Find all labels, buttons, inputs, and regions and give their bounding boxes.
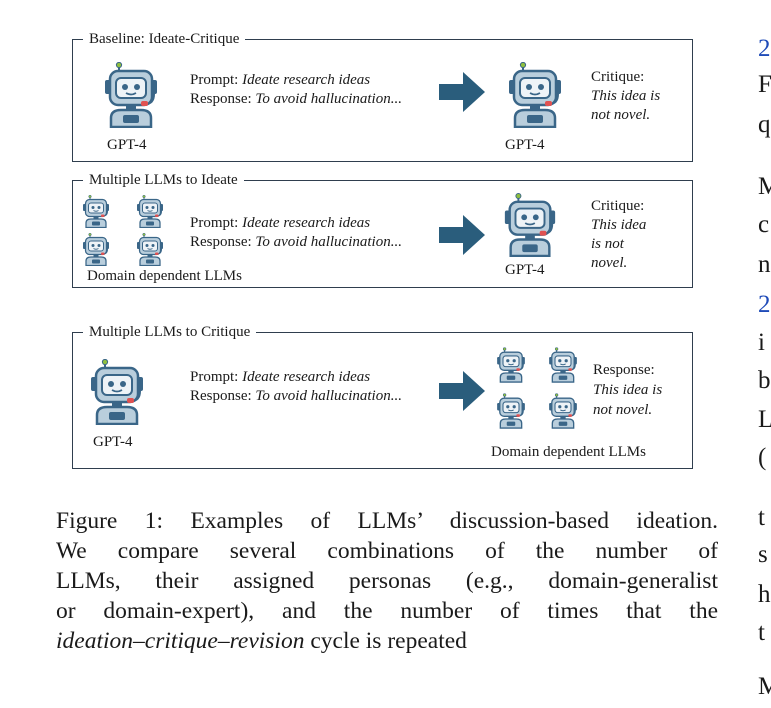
robot-icon	[547, 393, 579, 429]
right-caption: Domain dependent LLMs	[491, 444, 646, 460]
critique-line: This idea is	[591, 88, 661, 104]
caption-line: ideation–critique–revision cycle is repe…	[56, 628, 467, 654]
left-caption: Domain dependent LLMs	[87, 268, 242, 284]
prompt-line: Prompt: Ideate research ideas	[190, 72, 371, 88]
right-column-fragment: M	[758, 173, 771, 200]
robot-icon	[135, 195, 165, 228]
right-caption: GPT-4	[505, 137, 545, 153]
right-column-fragment: s	[758, 541, 768, 568]
robot-icon	[495, 347, 527, 383]
robot-icon	[501, 193, 559, 257]
response-text-line: not novel.	[593, 402, 653, 418]
right-column-fragment: n	[758, 251, 771, 278]
caption-line: LLMs, their assigned personas (e.g., dom…	[56, 568, 718, 594]
right-column-fragment: (	[758, 444, 767, 471]
panel-multi-ideate: Multiple LLMs to Ideate Domain dependent…	[72, 171, 693, 288]
response-line: Response: To avoid hallucination...	[190, 388, 402, 404]
panel-label: Multiple LLMs to Critique	[83, 323, 257, 341]
robot-icon	[81, 195, 111, 228]
critique-line: This idea	[591, 217, 647, 233]
arrow-right-icon	[439, 371, 485, 411]
critique-title: Critique:	[591, 198, 645, 214]
caption-line: We compare several combinations of the n…	[56, 538, 718, 564]
critique-line: novel.	[591, 255, 628, 271]
figure-caption: Figure 1: Examples of LLMs’ discussion-b…	[56, 506, 718, 656]
response-line: Response: To avoid hallucination...	[190, 234, 402, 250]
robot-icon	[505, 62, 565, 128]
response-text-line: This idea is	[593, 382, 663, 398]
left-caption: GPT-4	[93, 434, 133, 450]
right-column-fragment: 2	[758, 291, 771, 318]
left-caption: GPT-4	[107, 137, 147, 153]
panel-label: Multiple LLMs to Ideate	[83, 171, 244, 189]
right-caption: GPT-4	[505, 262, 545, 278]
right-column-fragment: M	[758, 673, 771, 700]
robot-icon	[101, 62, 161, 128]
panel-multi-critique: Multiple LLMs to Critique GPT-4 Prompt: …	[72, 323, 693, 469]
critique-line: not novel.	[591, 107, 651, 123]
prompt-line: Prompt: Ideate research ideas	[190, 369, 371, 385]
robot-icon	[135, 233, 165, 266]
response-title: Response:	[593, 362, 655, 378]
arrow-right-icon	[439, 215, 485, 255]
right-column-fragment: q	[758, 111, 771, 138]
robot-icon	[87, 359, 147, 425]
critique-line: is not	[591, 236, 624, 252]
panel-baseline: Baseline: Ideate-Critique GPT-4 Prompt: …	[72, 30, 693, 162]
robot-icon	[81, 233, 111, 266]
critique-title: Critique:	[591, 69, 645, 85]
prompt-line: Prompt: Ideate research ideas	[190, 215, 371, 231]
right-column-fragment: b	[758, 367, 771, 394]
arrow-right-icon	[439, 72, 485, 112]
right-column-fragment: t	[758, 504, 765, 531]
right-column-fragment: c	[758, 211, 770, 238]
right-column-fragment: 2	[758, 35, 771, 62]
caption-line: Figure 1: Examples of LLMs’ discussion-b…	[56, 508, 718, 534]
robot-icon	[495, 393, 527, 429]
right-column-fragment: h	[758, 581, 771, 608]
response-line: Response: To avoid hallucination...	[190, 91, 402, 107]
right-column-fragment: i	[758, 329, 765, 356]
robot-icon	[547, 347, 579, 383]
right-column-fragment: L	[758, 406, 771, 433]
caption-line: or domain-expert), and the number of tim…	[56, 598, 718, 624]
right-column-fragment: F	[758, 71, 771, 98]
right-column-fragment: t	[758, 619, 765, 646]
panel-label: Baseline: Ideate-Critique	[83, 30, 246, 48]
